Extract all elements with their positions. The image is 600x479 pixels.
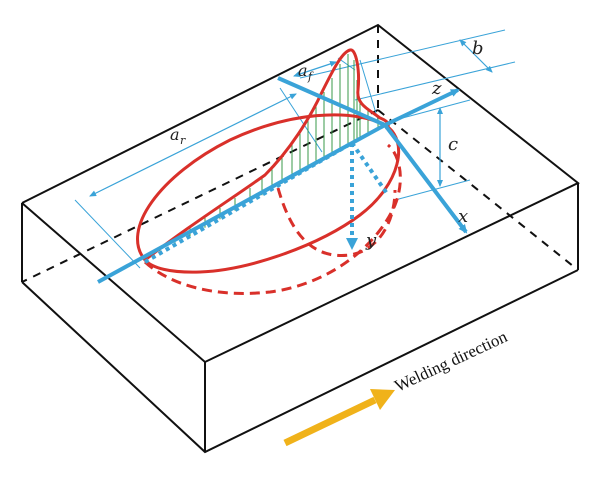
label-a-f: a f: [298, 61, 314, 83]
transverse-line: [277, 76, 386, 127]
label-b: b: [472, 38, 484, 59]
svg-text:a: a: [298, 61, 308, 80]
label-c: c: [448, 134, 458, 155]
heat-distribution-curve: [144, 48, 390, 262]
weld-centerline: [97, 123, 386, 284]
z-axis: [384, 88, 460, 127]
ar-dimension-arrow: [89, 93, 297, 197]
melt-pool-lower-half: [143, 143, 402, 295]
svg-text:f: f: [307, 70, 314, 83]
label-z: z: [431, 78, 442, 99]
label-a-r: a r: [170, 125, 186, 147]
b-dimension-arrow: [459, 39, 493, 73]
svg-text:r: r: [180, 134, 186, 147]
y-axis-arrowhead: [346, 238, 358, 250]
svg-text:a: a: [170, 125, 180, 144]
x-axis: [383, 123, 468, 234]
af-dimension-arrow: [293, 61, 337, 77]
welding-direction-arrow: [283, 389, 395, 447]
block-solid-edges: [21, 23, 580, 454]
label-y: y: [365, 230, 377, 251]
label-x: x: [458, 206, 468, 227]
dimension-arrows: [89, 39, 493, 197]
axes-dotted: [144, 141, 390, 264]
axes: [97, 76, 468, 284]
welding-direction-caption: Welding direction: [392, 327, 511, 396]
